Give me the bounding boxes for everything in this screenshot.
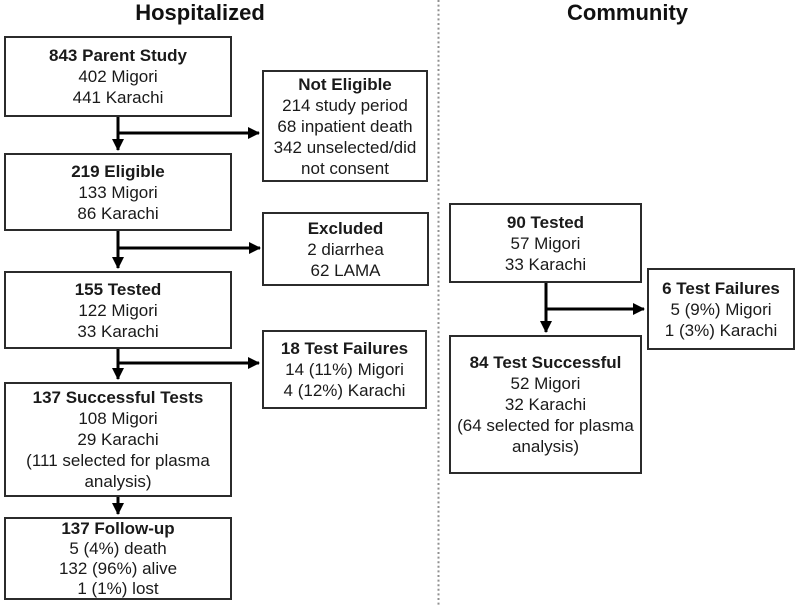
box-title: Excluded bbox=[307, 218, 384, 238]
box-not-eligible: Not Eligible 214 study period 68 inpatie… bbox=[262, 70, 428, 182]
box-line: 342 unselected/did not consent bbox=[273, 137, 417, 178]
box-parent-study: 843 Parent Study 402 Migori 441 Karachi bbox=[4, 36, 232, 117]
box-line: 122 Migori bbox=[78, 300, 158, 320]
box-line: 86 Karachi bbox=[77, 203, 159, 223]
box-title: Not Eligible bbox=[298, 74, 392, 94]
box-line: 214 study period bbox=[282, 95, 408, 115]
community-column-title: Community bbox=[567, 0, 688, 25]
box-line: 5 (4%) death bbox=[69, 538, 167, 558]
box-line: 33 Karachi bbox=[504, 254, 587, 274]
box-line: 33 Karachi bbox=[77, 321, 159, 341]
box-title: 84 Test Successful bbox=[469, 353, 622, 372]
hospitalized-column-title: Hospitalized bbox=[135, 0, 265, 25]
box-eligible: 219 Eligible 133 Migori 86 Karachi bbox=[4, 153, 232, 231]
box-successful-tests: 137 Successful Tests 108 Migori 29 Karac… bbox=[4, 382, 232, 497]
box-line: 2 diarrhea bbox=[307, 239, 384, 259]
box-line: 108 Migori bbox=[78, 409, 158, 428]
box-line: (64 selected for plasma analysis) bbox=[457, 416, 634, 456]
box-line: 133 Migori bbox=[78, 182, 158, 202]
box-line: 68 inpatient death bbox=[277, 116, 413, 136]
box-title: 155 Tested bbox=[74, 279, 162, 299]
box-test-successful-community: 84 Test Successful 52 Migori 32 Karachi … bbox=[449, 335, 642, 474]
box-test-failures-community: 6 Test Failures 5 (9%) Migori 1 (3%) Kar… bbox=[647, 268, 795, 350]
box-follow-up: 137 Follow-up 5 (4%) death 132 (96%) ali… bbox=[4, 517, 232, 600]
box-title: 137 Follow-up bbox=[61, 518, 175, 538]
box-title: 90 Tested bbox=[506, 212, 585, 232]
box-line: 132 (96%) alive bbox=[58, 558, 178, 578]
box-tested-hospitalized: 155 Tested 122 Migori 33 Karachi bbox=[4, 271, 232, 349]
box-line: (111 selected for plasma analysis) bbox=[26, 451, 210, 491]
box-tested-community: 90 Tested 57 Migori 33 Karachi bbox=[449, 203, 642, 283]
box-title: 137 Successful Tests bbox=[32, 388, 204, 407]
box-line: 5 (9%) Migori bbox=[670, 299, 772, 319]
box-line: 62 LAMA bbox=[310, 260, 381, 280]
box-title: 219 Eligible bbox=[71, 161, 165, 181]
box-line: 402 Migori bbox=[78, 67, 158, 86]
box-line: 32 Karachi bbox=[504, 395, 587, 414]
box-line: 14 (11%) Migori bbox=[285, 360, 404, 379]
box-line: 4 (12%) Karachi bbox=[283, 381, 406, 400]
box-title: 18 Test Failures bbox=[280, 339, 409, 358]
box-title: 843 Parent Study bbox=[49, 46, 187, 65]
box-title: 6 Test Failures bbox=[662, 278, 780, 298]
box-line: 29 Karachi bbox=[77, 430, 159, 449]
box-line: 441 Karachi bbox=[72, 88, 164, 107]
box-line: 52 Migori bbox=[510, 374, 581, 393]
box-line: 1 (3%) Karachi bbox=[664, 320, 778, 340]
box-line: 1 (1%) lost bbox=[77, 578, 159, 598]
box-line: 57 Migori bbox=[510, 233, 581, 253]
box-test-failures-hospitalized: 18 Test Failures 14 (11%) Migori 4 (12%)… bbox=[262, 330, 427, 409]
box-excluded: Excluded 2 diarrhea 62 LAMA bbox=[262, 212, 429, 286]
